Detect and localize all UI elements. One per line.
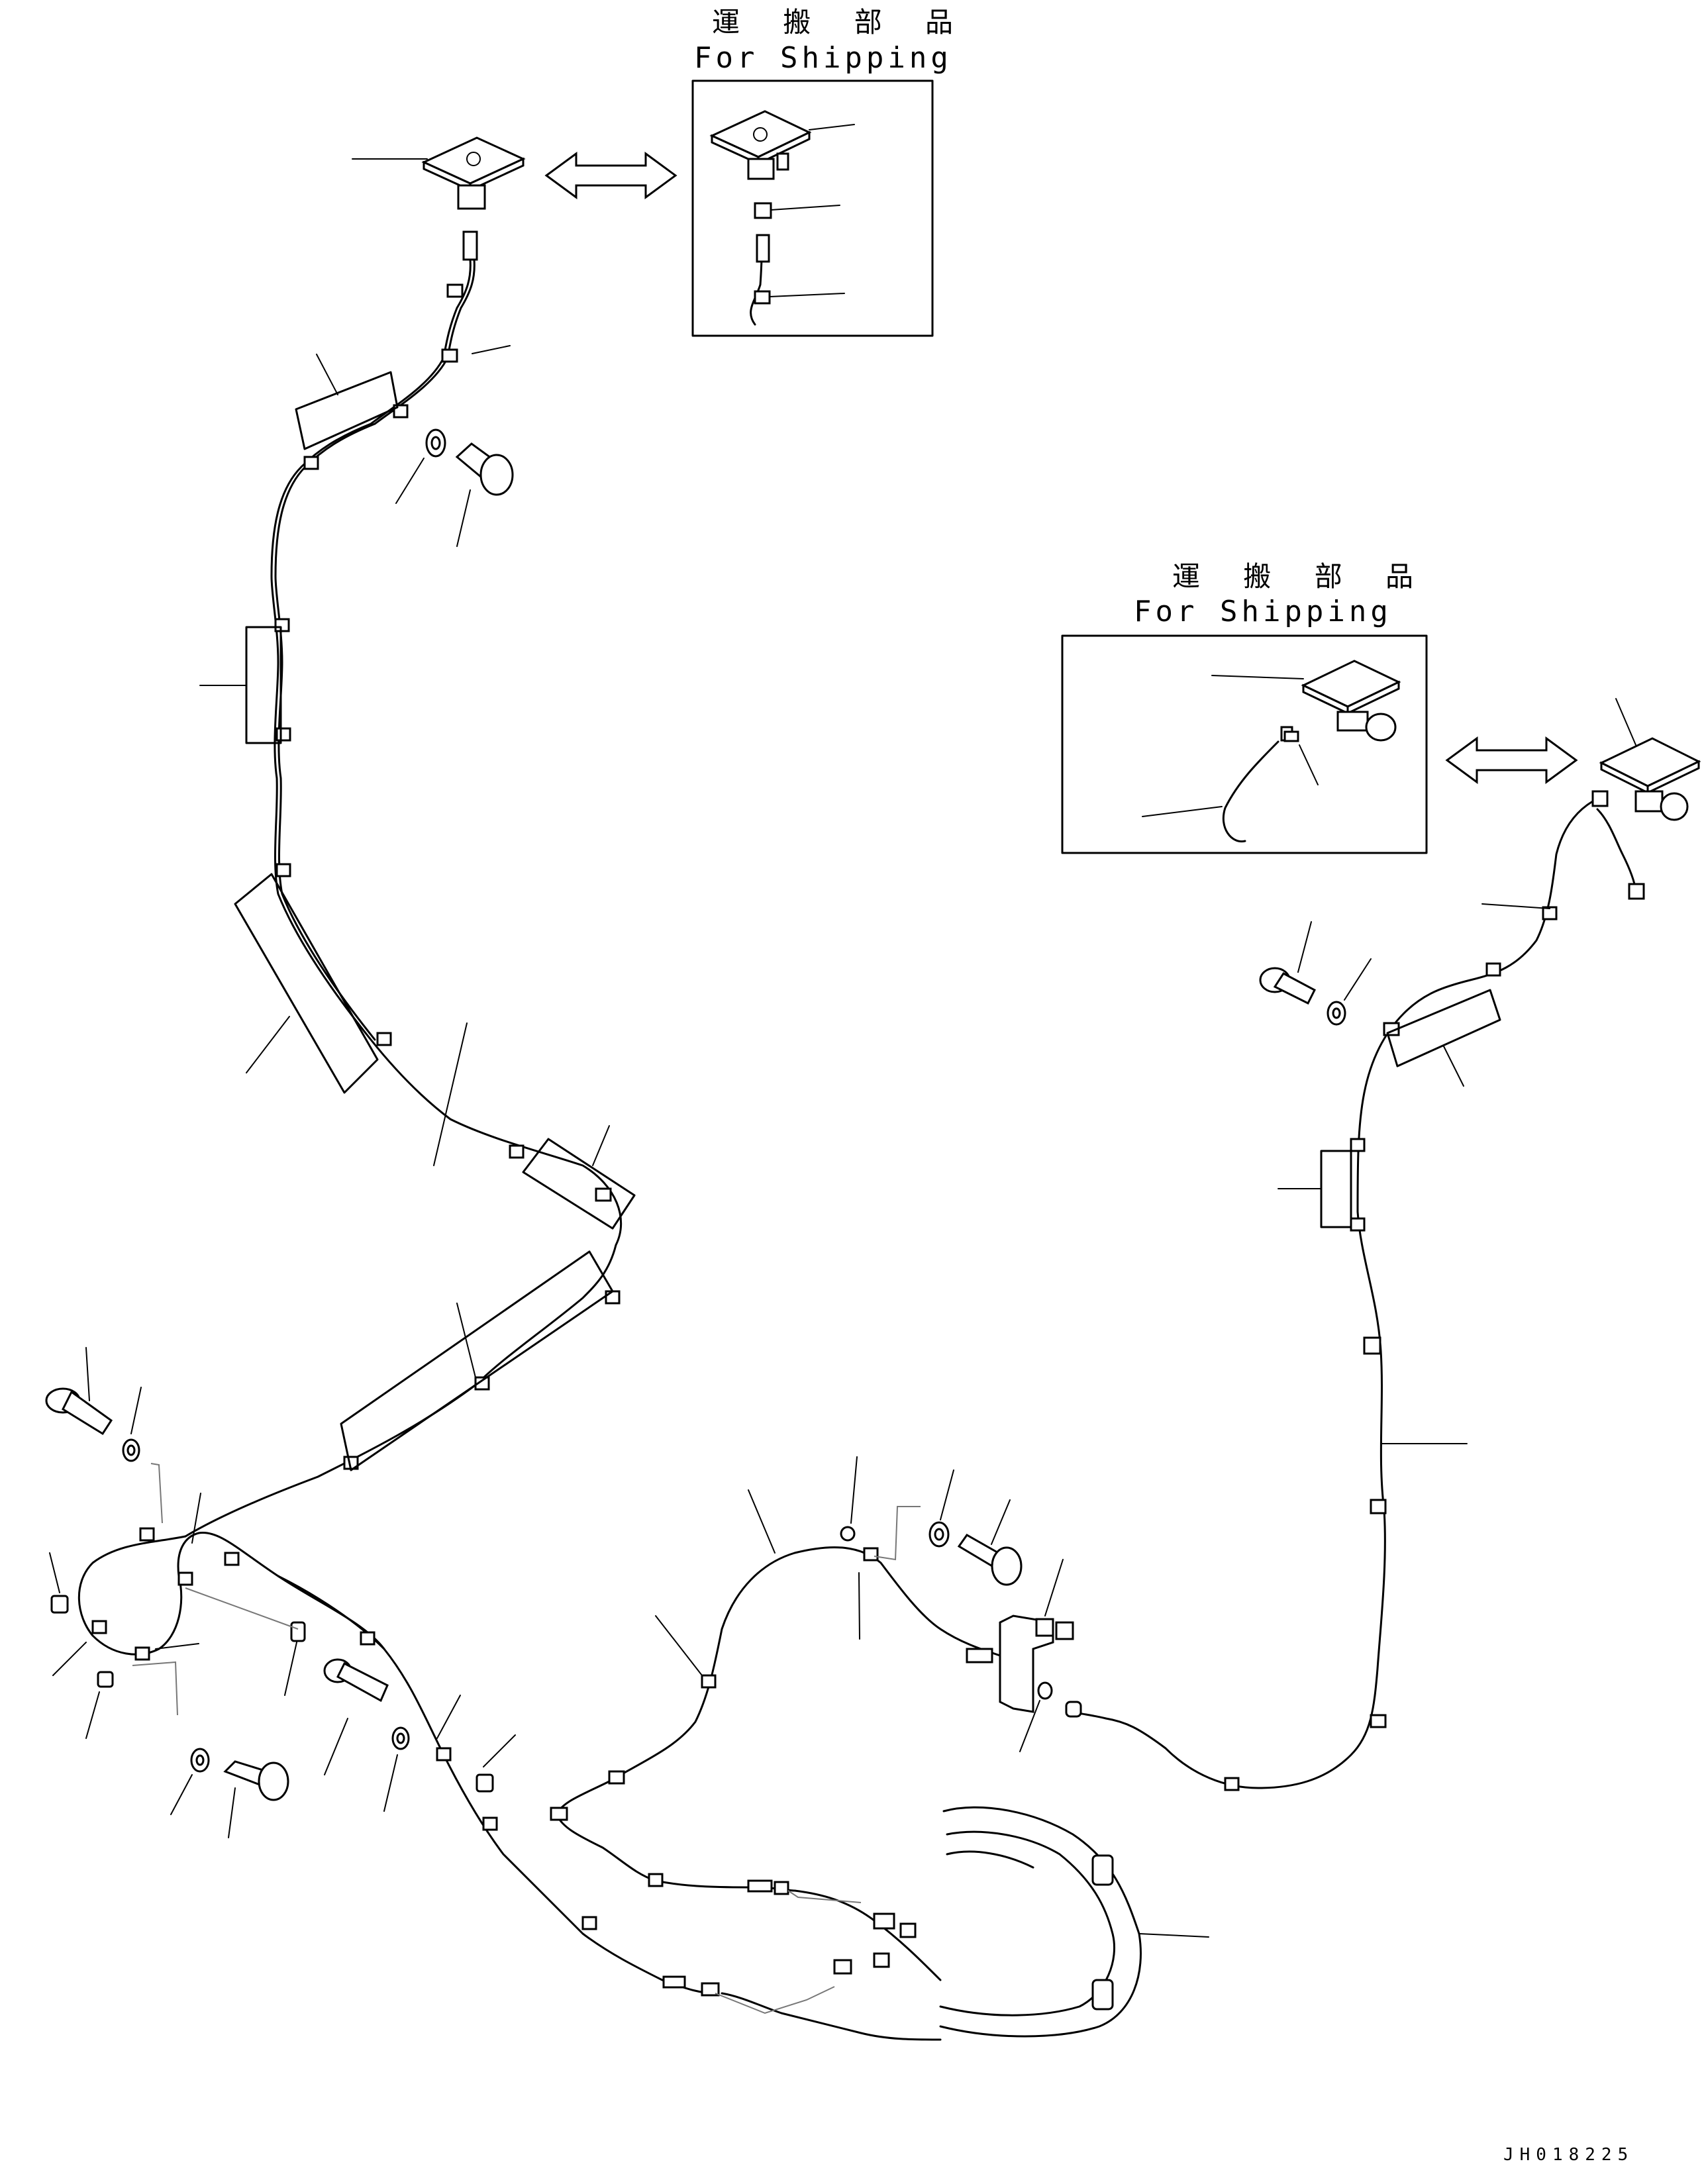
bolt-icon [957, 1534, 1023, 1586]
shipping-label-en-left: For Shipping [694, 41, 952, 75]
shipping-box-right: 運 搬 部 品 For Shipping [1061, 560, 1430, 854]
harness-lower-left [45, 1347, 720, 1997]
harness-right [1065, 698, 1701, 1791]
shipping-label-jp-right: 運 搬 部 品 [1172, 560, 1430, 593]
harness-center [550, 1456, 1074, 1895]
bolt-icon [455, 442, 514, 496]
shipping-label-jp-left: 運 搬 部 品 [712, 6, 970, 38]
drawing-code: JH018225 [1503, 2145, 1634, 2165]
main-harness [715, 1806, 1209, 2041]
shipping-label-en-right: For Shipping [1134, 595, 1392, 628]
sensor-plate-icon [1301, 660, 1401, 742]
bolt-icon [223, 1760, 289, 1801]
sensor-plate-icon [709, 110, 812, 219]
bolt-icon [1259, 967, 1316, 1005]
shipping-box-left: 運 搬 部 品 For Shipping [691, 6, 970, 337]
swap-arrow-icon [1445, 736, 1578, 784]
harness-left [184, 136, 636, 1538]
bolt-icon [323, 1658, 389, 1703]
bolt-icon [45, 1387, 113, 1436]
swap-arrow-icon [544, 152, 677, 199]
